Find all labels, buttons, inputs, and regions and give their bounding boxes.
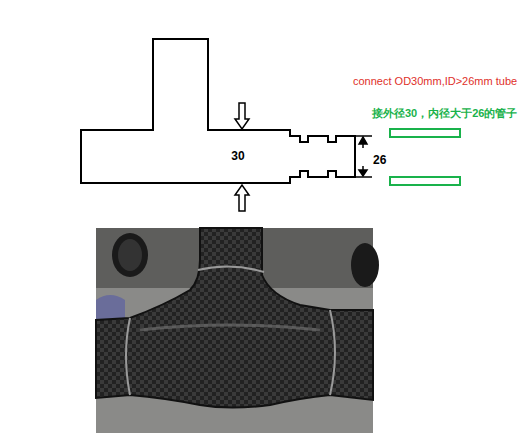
product-photo (96, 228, 379, 433)
tee-outline (80, 38, 356, 184)
tee-connector: 30 (80, 38, 356, 184)
dimension-arrow (355, 136, 372, 177)
note-english: connect OD30mm,ID>26mm tube (353, 75, 517, 87)
dimension-label: 30 (231, 149, 244, 163)
label-holder: connect OD30mm,ID>26mm tube (353, 71, 517, 89)
tube-wall (390, 129, 460, 137)
note-chinese: 接外径30，内径大于26的管子 (372, 107, 517, 119)
label-holder: 接外径30，内径大于26的管子 (372, 103, 517, 121)
label-holder: 26 (373, 150, 386, 168)
tube-wall (390, 177, 460, 185)
text-holder: 30 (231, 146, 244, 164)
dimension-label: 26 (373, 153, 386, 167)
